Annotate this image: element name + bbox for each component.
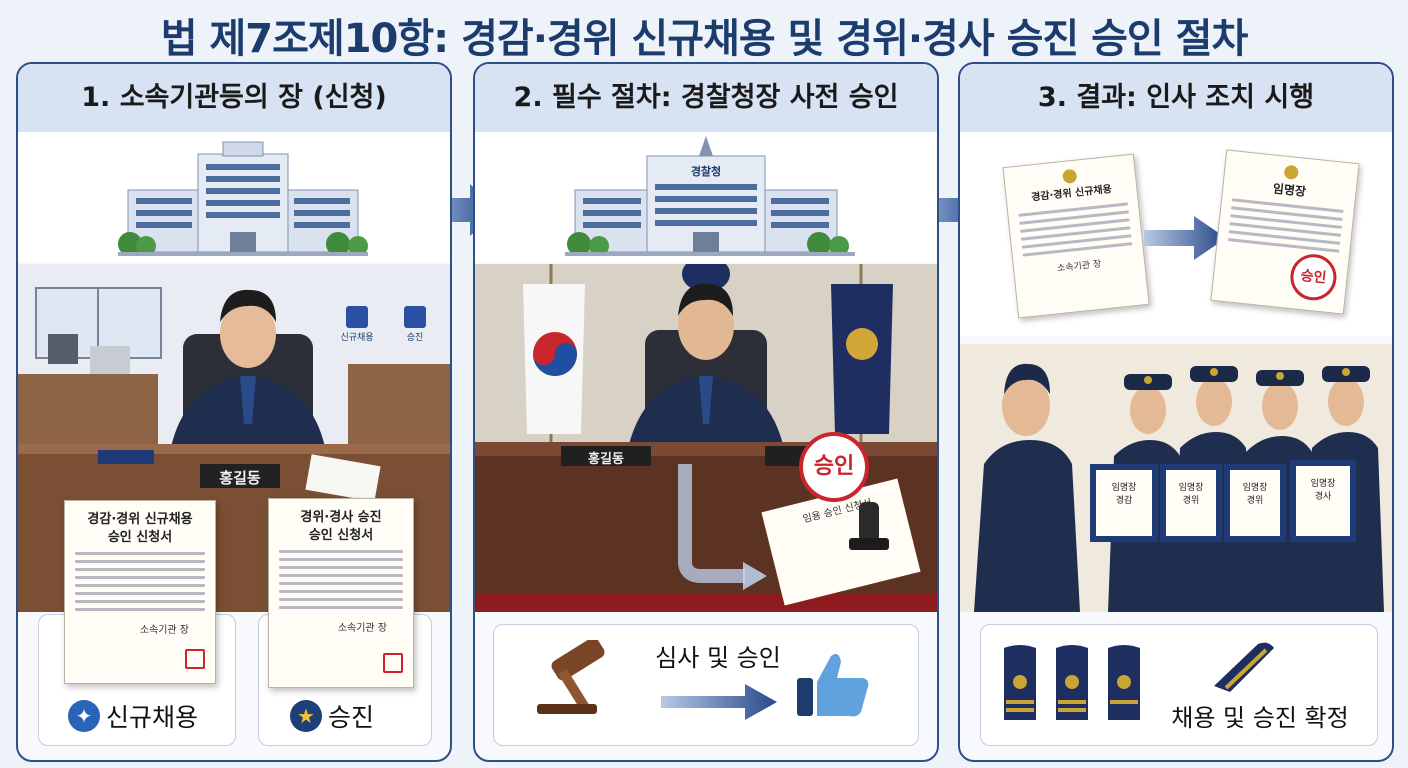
step-1-heading: 1. 소속기관등의 장 (신청)	[18, 64, 450, 133]
certificate-4: 임명장 경사	[1310, 479, 1336, 502]
recruit-label: 신규채용	[106, 703, 199, 732]
police-hq-building-illustration	[565, 136, 855, 256]
building-sign: 경찰청	[690, 165, 722, 178]
page-title: 법 제7조제10항: 경감·경위 신규채용 및 경위·경사 승진 승인 절차	[160, 16, 1249, 62]
review-approval-caption: 심사 및 승인	[655, 644, 781, 672]
appointment-certificate-document: 임명장 승인	[1210, 149, 1360, 315]
recruit-badge: ✦ 신규채용	[68, 698, 198, 734]
recruit-document-footer: 소속기관 장	[139, 625, 189, 636]
promotion-document-footer: 소속기관 장	[337, 623, 387, 634]
approval-arrow	[661, 684, 777, 720]
certificate-3: 임명장 경위	[1242, 483, 1268, 506]
step-1-panel: 1. 소속기관등의 장 (신청)	[16, 62, 452, 762]
police-hq-scene: 경찰청	[475, 132, 937, 262]
promotion-document-title: 경위·경사 승진 승인 신청서	[300, 510, 382, 543]
emblem-icon	[1283, 164, 1299, 181]
recruitment-notice-footer: 소속기관 장	[1056, 259, 1102, 275]
shoulder-board-icon	[1214, 642, 1274, 692]
certificate-2: 임명장 경위	[1178, 483, 1204, 506]
commissioner-nameplate: 홍길동	[588, 452, 624, 467]
step-3-heading: 3. 결과: 인사 조치 시행	[960, 64, 1392, 133]
step-2-panel: 2. 필수 절차: 경찰청장 사전 승인 경찰청	[473, 62, 939, 762]
rising-star-icon: ★	[290, 700, 322, 732]
confirmation-card	[980, 624, 1378, 746]
confirmation-caption: 채용 및 승진 확정	[1171, 704, 1349, 732]
gavel-icon	[537, 640, 605, 714]
result-arrow	[1144, 216, 1226, 260]
promotion-label: 승진	[328, 703, 375, 732]
promotion-application-document: 경위·경사 승진 승인 신청서 소속기관 장	[268, 498, 414, 688]
step-3-panel: 3. 결과: 인사 조치 시행 경감·경위 신규채용 소속기관 장 임명장 승인	[958, 62, 1394, 762]
person-icon: ✦	[68, 700, 100, 732]
rank-insignia-icon	[1004, 645, 1140, 720]
recruit-document-title: 경감·경위 신규채용 승인 신청서	[87, 512, 193, 545]
commissioner-office-scene: 홍길동 승인 임용 승인 신청서	[475, 256, 937, 612]
nameplate	[200, 464, 280, 488]
approval-stamp: 승인	[799, 432, 869, 502]
wall-tag-recruit: 신규채용	[340, 333, 374, 343]
ceremony-illustration	[960, 344, 1392, 612]
thumbs-up-icon	[797, 654, 869, 717]
commissioner-illustration	[475, 256, 937, 612]
agency-building-scene	[18, 132, 450, 262]
promotion-badge: ★ 승진	[290, 698, 374, 734]
step-2-heading: 2. 필수 절차: 경찰청장 사전 승인	[475, 64, 937, 133]
nameplate-text: 홍길동	[219, 469, 261, 487]
recruit-application-document: 경감·경위 신규채용 승인 신청서 소속기관 장	[64, 500, 216, 684]
building-illustration	[118, 141, 368, 256]
ceremony-scene: 임명장 경감 임명장 경위 임명장 경위 임명장 경사	[960, 344, 1392, 612]
wall-tag-promotion: 승진	[406, 333, 424, 343]
emblem-icon	[1062, 168, 1078, 185]
certificate-1: 임명장 경감	[1111, 483, 1137, 506]
appointment-stamp: 승인	[1288, 251, 1339, 303]
recruitment-notice-document: 경감·경위 신규채용 소속기관 장	[1002, 153, 1150, 319]
